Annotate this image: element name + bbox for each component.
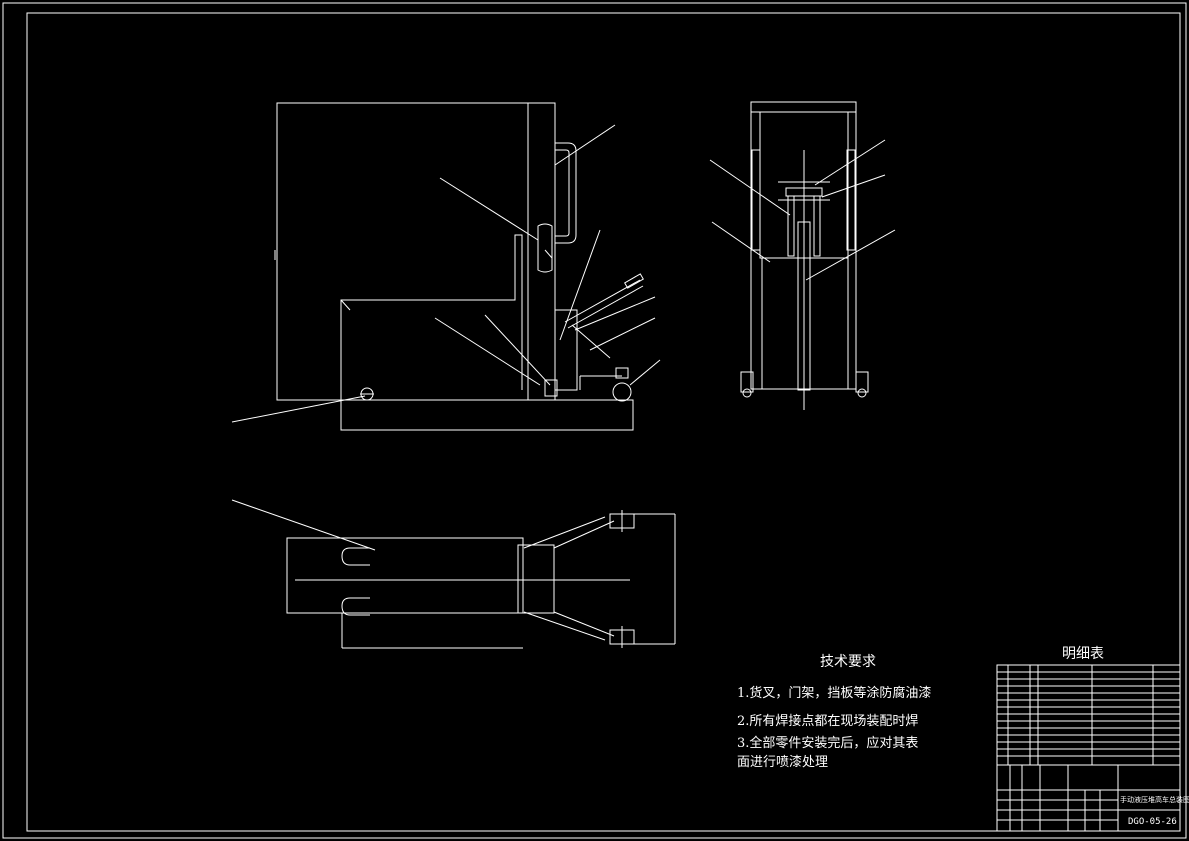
top-view (231, 499, 676, 649)
drawing-name: 手动液压堆高车总装图 (1120, 796, 1189, 804)
tech-requirement-2: 2.所有焊接点都在现场装配时焊 (737, 714, 919, 729)
inner-border (26, 12, 1181, 832)
tech-requirement-1: 1.货叉，门架，挡板等涂防腐油漆 (737, 686, 932, 701)
title-block (996, 764, 1181, 832)
tech-requirement-3-cont: 面进行喷漆处理 (737, 755, 829, 770)
bom-title: 明细表 (1062, 646, 1104, 662)
bom-table (996, 664, 1181, 766)
tech-requirement-3: 3.全部零件安装完后，应对其表 (737, 736, 919, 751)
side-view (709, 101, 896, 410)
drawing-code: DGO-05-26 (1128, 817, 1177, 827)
tech-requirements-title: 技术要求 (820, 654, 876, 670)
front-view (231, 102, 661, 431)
